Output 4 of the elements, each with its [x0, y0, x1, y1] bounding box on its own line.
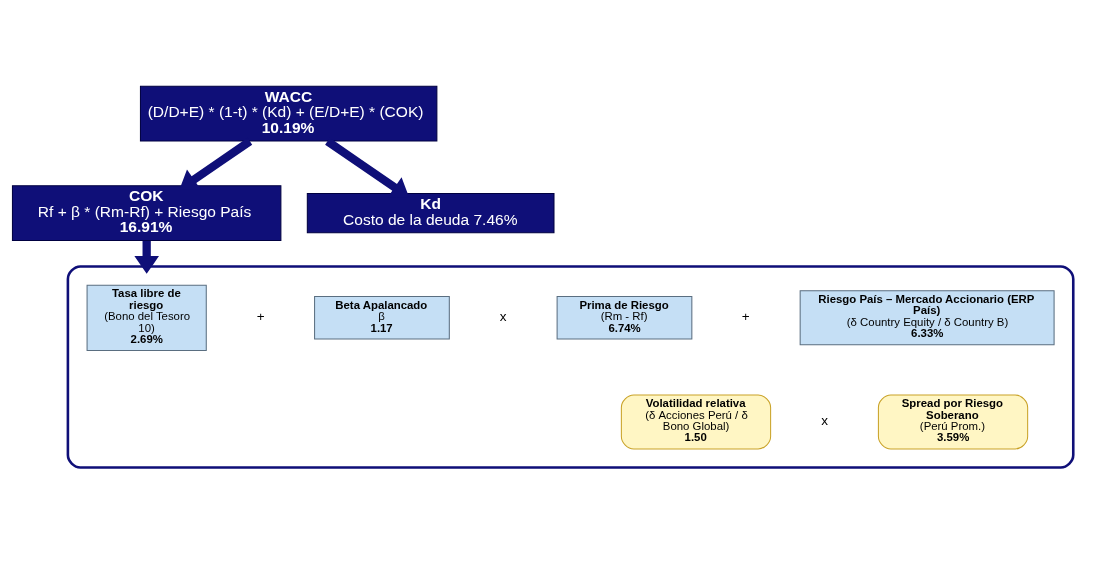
label: +: [741, 308, 750, 324]
label: +: [256, 308, 265, 324]
label: x: [821, 412, 828, 428]
label: x: [499, 308, 507, 324]
